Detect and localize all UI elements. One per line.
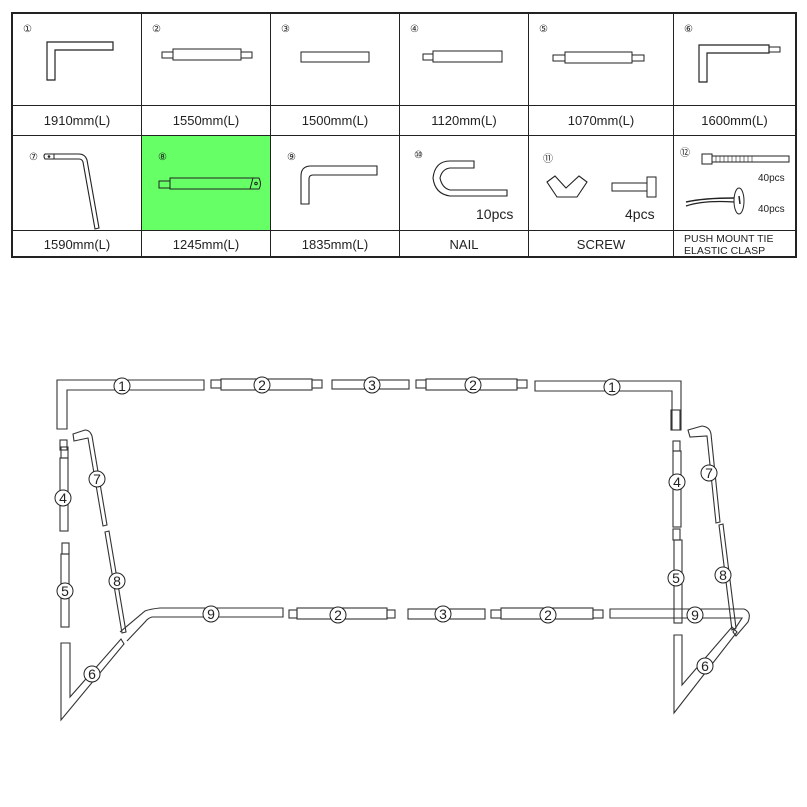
part-cell-5: ⑤	[529, 14, 674, 106]
svg-text:8: 8	[113, 573, 121, 589]
callout-5-left: 5	[56, 582, 74, 600]
part-marker: ⑦	[29, 152, 38, 163]
callout-8-left: 8	[108, 572, 126, 590]
svg-text:7: 7	[93, 471, 101, 487]
curved-bend-pipe-icon	[300, 165, 378, 205]
svg-text:5: 5	[672, 570, 680, 586]
callout-6-left: 6	[83, 665, 101, 683]
callout-7-left: 7	[88, 470, 106, 488]
part-cell-10: ⑩ 10pcs	[400, 136, 529, 231]
callout-2-bottom-left: 2	[329, 606, 347, 624]
svg-text:9: 9	[691, 607, 699, 623]
svg-text:8: 8	[719, 567, 727, 583]
svg-text:4: 4	[59, 490, 67, 506]
part-cell-4: ④	[400, 14, 529, 106]
svg-text:3: 3	[368, 377, 376, 393]
part-label-12: PUSH MOUNT TIE ELASTIC CLASP	[674, 231, 795, 258]
top-left-part-1	[56, 379, 205, 430]
part-length-4: 1120mm(L)	[400, 106, 529, 136]
callout-1-top-right: 1	[603, 378, 621, 396]
part-marker: ⑥	[684, 24, 693, 35]
part-marker: ⑪	[543, 154, 553, 165]
svg-text:3: 3	[439, 606, 447, 622]
svg-text:6: 6	[701, 658, 709, 674]
callout-7-right: 7	[700, 464, 718, 482]
callout-3-bottom: 3	[434, 605, 452, 623]
part-cell-12: ⑫ 40pcs 40pcs	[674, 136, 795, 231]
svg-text:9: 9	[207, 606, 215, 622]
part-marker: ②	[152, 24, 161, 35]
part-length-9: 1835mm(L)	[271, 231, 400, 258]
svg-text:2: 2	[334, 607, 342, 623]
screw-quantity: 4pcs	[625, 206, 655, 222]
double-swaged-pipe-icon	[161, 48, 253, 61]
part-marker: ③	[281, 24, 290, 35]
wing-nut-and-bolt-icon	[546, 175, 657, 198]
callout-8-right: 8	[714, 566, 732, 584]
callout-4-left: 4	[54, 489, 72, 507]
part-cell-6: ⑥	[674, 14, 795, 106]
part-marker: ⑤	[539, 24, 548, 35]
callout-3-top: 3	[363, 376, 381, 394]
callout-9-bottom-right: 9	[686, 606, 704, 624]
parts-table: ① ② ③ ④ ⑤ ⑥ 1910mm(L) 1550mm(L) 1500mm(L…	[11, 12, 797, 258]
callout-6-right: 6	[696, 657, 714, 675]
callout-2-top: 2	[253, 376, 271, 394]
straight-pipe-icon	[300, 51, 370, 63]
callout-1-top-left: 1	[113, 377, 131, 395]
part-cell-1: ①	[13, 14, 142, 106]
svg-text:6: 6	[88, 666, 96, 682]
callout-9-bottom-left: 9	[202, 605, 220, 623]
part-length-5: 1070mm(L)	[529, 106, 674, 136]
part-marker: ①	[23, 24, 32, 35]
part-length-1: 1910mm(L)	[13, 106, 142, 136]
clasp-quantity: 40pcs	[758, 204, 785, 215]
svg-text:7: 7	[705, 465, 713, 481]
part-marker: ④	[410, 24, 419, 35]
part-cell-8-highlighted: ⑧	[142, 136, 271, 231]
part-length-8: 1245mm(L)	[142, 231, 271, 258]
svg-text:2: 2	[544, 607, 552, 623]
single-swaged-pipe-icon	[422, 50, 503, 63]
part-length-3: 1500mm(L)	[271, 106, 400, 136]
hinged-swaged-pipe-icon	[158, 177, 261, 190]
part-label-screw: SCREW	[529, 231, 674, 258]
callout-4-right: 4	[668, 473, 686, 491]
part-cell-11: ⑪ 4pcs	[529, 136, 674, 231]
part-cell-2: ②	[142, 14, 271, 106]
svg-text:5: 5	[61, 583, 69, 599]
callout-2-top-right: 2	[464, 376, 482, 394]
u-nail-icon	[432, 160, 508, 197]
double-swaged-pipe-icon	[552, 51, 645, 64]
part-cell-3: ③	[271, 14, 400, 106]
push-mount-tie-label: PUSH MOUNT TIE	[684, 232, 774, 245]
cable-tie-icon	[701, 153, 790, 165]
part-cell-9: ⑨	[271, 136, 400, 231]
part-marker: ⑨	[287, 152, 296, 163]
part-marker: ⑩	[414, 150, 423, 161]
svg-text:4: 4	[673, 474, 681, 490]
part-length-6: 1600mm(L)	[674, 106, 795, 136]
part-cell-7: ⑦	[13, 136, 142, 231]
callout-2-bottom-right: 2	[539, 606, 557, 624]
part-label-nail: NAIL	[400, 231, 529, 258]
elastic-clasp-icon	[685, 187, 745, 215]
tie-quantity: 40pcs	[758, 173, 785, 184]
svg-text:1: 1	[118, 378, 126, 394]
elastic-clasp-label: ELASTIC CLASP	[684, 244, 766, 257]
l-bend-swaged-pipe-icon	[698, 44, 781, 83]
callout-5-right: 5	[667, 569, 685, 587]
svg-text:2: 2	[258, 377, 266, 393]
svg-text:1: 1	[608, 379, 616, 395]
part-marker: ⑫	[680, 148, 690, 159]
part-marker: ⑧	[158, 152, 167, 163]
l-bend-pipe-icon	[46, 41, 114, 81]
part-length-7: 1590mm(L)	[13, 231, 142, 258]
nail-quantity: 10pcs	[476, 206, 514, 222]
svg-text:2: 2	[469, 377, 477, 393]
part-length-2: 1550mm(L)	[142, 106, 271, 136]
hinged-bent-pipe-icon	[43, 153, 100, 230]
